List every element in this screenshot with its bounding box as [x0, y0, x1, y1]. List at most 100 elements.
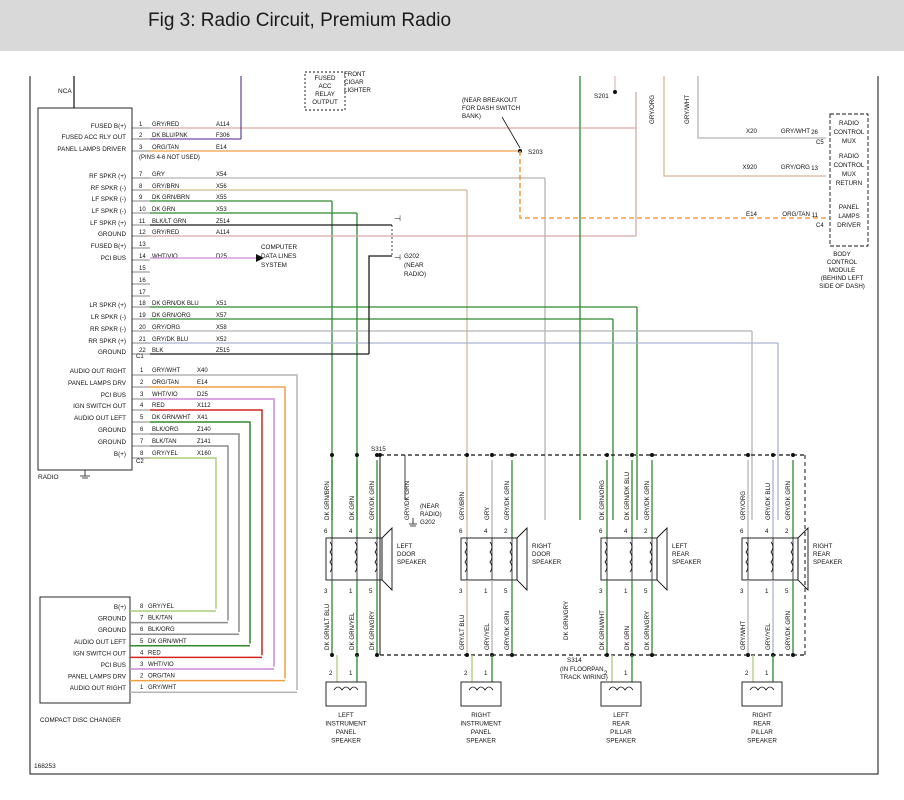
cd-changer-pin-label: GROUND: [98, 616, 126, 623]
s314-note: (IN FLOORPAN: [560, 666, 604, 673]
lower-speaker-name: SPEAKER: [606, 738, 636, 745]
nca-label: NCA: [58, 88, 72, 95]
cd-changer-pin-label: AUDIO OUT LEFT: [74, 639, 126, 646]
radio-c1-pin-number: 20: [139, 325, 146, 331]
radio-c1-pin-label: PANEL LAMPS DRIVER: [57, 146, 126, 153]
computer-data-label: SYSTEM: [261, 262, 287, 269]
g202-lower-label: G202: [420, 519, 436, 526]
door-speaker-top-wire: GRY/DK GRN: [644, 481, 651, 520]
lower-speaker-name: INSTRUMENT: [325, 721, 366, 728]
cd-changer-pin-number: 7: [140, 616, 144, 622]
radio-c1-pin-label: RF SPKR (+): [89, 173, 126, 180]
radio-c1-connector: C1: [136, 354, 144, 360]
radio-c1-wire-color: DK BLU/PNK: [152, 133, 188, 139]
bcm-section-label: CONTROL: [834, 129, 865, 136]
radio-c1-circuit: X56: [216, 184, 227, 190]
bcm-section-label: RADIO: [839, 120, 859, 127]
bcm-caption: MODULE: [829, 267, 855, 274]
radio-c2-pin-label: AUDIO OUT LEFT: [74, 415, 126, 422]
wire-z515-ground: [368, 255, 392, 354]
computer-data-label: DATA LINES: [261, 253, 296, 260]
door-speaker-top-pin: 6: [740, 528, 744, 535]
door-speaker-top-pin: 2: [785, 528, 789, 535]
lower-speaker-name: PANEL: [336, 729, 357, 736]
cd-changer-wire: [150, 421, 251, 644]
cd-changer-pin-label: GROUND: [98, 627, 126, 634]
door-speaker-bottom-pin: 5: [644, 588, 648, 595]
door-speaker-top-pin: 4: [624, 528, 628, 535]
lower-speaker-body: [741, 681, 783, 707]
door-speaker-name: RIGHT: [532, 543, 551, 550]
cd-changer-wire-color: BLK/TAN: [148, 616, 173, 622]
door-speaker-bottom-wire: GRY/YEL: [765, 623, 772, 650]
radio-c2-circuit: D25: [197, 392, 209, 398]
radio-c1-circuit: X58: [216, 325, 227, 331]
door-speaker-top-wire: DK GRN/BRN: [324, 481, 331, 520]
radio-c2-pin-label: PANEL LAMPS DRV: [68, 380, 127, 387]
cd-changer-wire: [150, 409, 263, 656]
cd-changer-pin-number: 6: [140, 627, 144, 633]
cd-changer-pin-number: 4: [140, 650, 144, 656]
radio-c2-wire-color: GRY/YEL: [152, 451, 179, 457]
breakout-pointer: [501, 116, 521, 149]
door-speaker-bottom-wire: DK GRN/WHT: [599, 610, 606, 650]
radio-c1-pin-label: FUSED B(+): [91, 123, 126, 130]
door-speaker-body: [460, 537, 518, 581]
radio-c1-pin-number: 16: [139, 278, 146, 284]
radio-c2-circuit: Z140: [197, 427, 211, 433]
radio-c1-pin-number: 7: [139, 172, 143, 178]
figure-id: 168253: [34, 763, 56, 770]
lower-speaker-coil-icon: [468, 686, 494, 691]
cd-changer-pin-label: PANEL LAMPS DRV: [68, 674, 127, 681]
cd-changer-wire-color: RED: [148, 650, 161, 656]
bcm-connector: C4: [816, 223, 824, 229]
bcm-circuit: X920: [743, 164, 758, 171]
door-speaker-name: SPEAKER: [813, 559, 843, 566]
lower-speaker-name: PILLAR: [751, 729, 773, 736]
door-speaker-bottom-wire: DK GRN/YEL: [349, 612, 356, 650]
door-speaker-splice-dot: [375, 453, 379, 457]
radio-c1-circuit: X57: [216, 313, 227, 319]
radio-c1-pin-number: 10: [139, 207, 146, 213]
lower-speaker-pin: 2: [745, 670, 749, 677]
radio-c1-pin-number: 15: [139, 266, 146, 272]
radio-c2-pin-number: 4: [140, 403, 144, 409]
wire-gry-wht-x20: [697, 76, 826, 139]
bcm-section-label: RADIO: [839, 153, 859, 160]
door-speaker-top-pin: 4: [349, 528, 353, 535]
fused-acc-label: RELAY: [315, 91, 335, 98]
door-speaker-splice-dot: [650, 453, 654, 457]
door-speaker-top-wire: DK GRN/DK BLU: [624, 472, 631, 520]
radio-c2-circuit: Z141: [197, 439, 211, 445]
s203-label: S203: [528, 149, 543, 156]
door-speaker-name: DOOR: [532, 551, 551, 558]
radio-c1-circuit: A114: [216, 230, 230, 236]
radio-c2-wire-color: WHT/VIO: [152, 392, 178, 398]
diagram-frame: [29, 76, 879, 775]
door-speaker-top-wire: DK GRN/ORG: [599, 480, 606, 520]
radio-c2-pin-label: GROUND: [98, 439, 126, 446]
door-speaker-bottom-pin: 1: [484, 588, 488, 595]
radio-c1-pin-label: LF SPKR (-): [92, 208, 126, 215]
radio-c1-circuit: F306: [216, 133, 230, 139]
radio-c1-pin-label: LF SPKR (-): [92, 196, 126, 203]
radio-c1-circuit: Z515: [216, 348, 230, 354]
door-speaker-bottom-dot: [746, 653, 750, 657]
lower-speaker-pin: 1: [484, 670, 488, 677]
lower-speaker-body: [600, 681, 642, 707]
radio-c2-pin-number: 7: [140, 439, 144, 445]
bcm-section-label: MUX: [842, 171, 857, 178]
door-speaker-name: REAR: [813, 551, 831, 558]
radio-c2-pin-label: GROUND: [98, 427, 126, 434]
door-speaker-top-wire: GRY/BRN: [459, 492, 466, 520]
lower-speaker-name: SPEAKER: [466, 738, 496, 745]
cigar-lighter-label: CIGAR: [344, 79, 364, 86]
radio-c2-wire-color: DK GRN/WHT: [152, 415, 191, 421]
lower-speaker-pin: 1: [624, 670, 628, 677]
bcm-wire-color: ORG/TAN: [782, 211, 810, 218]
wire-gry-org-x920: [663, 76, 826, 177]
radio-c2-pin-number: 6: [140, 427, 144, 433]
door-speaker-bottom-pin: 3: [459, 588, 463, 595]
bcm-caption: SIDE OF DASH): [819, 283, 865, 290]
fused-acc-label: ACC: [318, 83, 332, 90]
